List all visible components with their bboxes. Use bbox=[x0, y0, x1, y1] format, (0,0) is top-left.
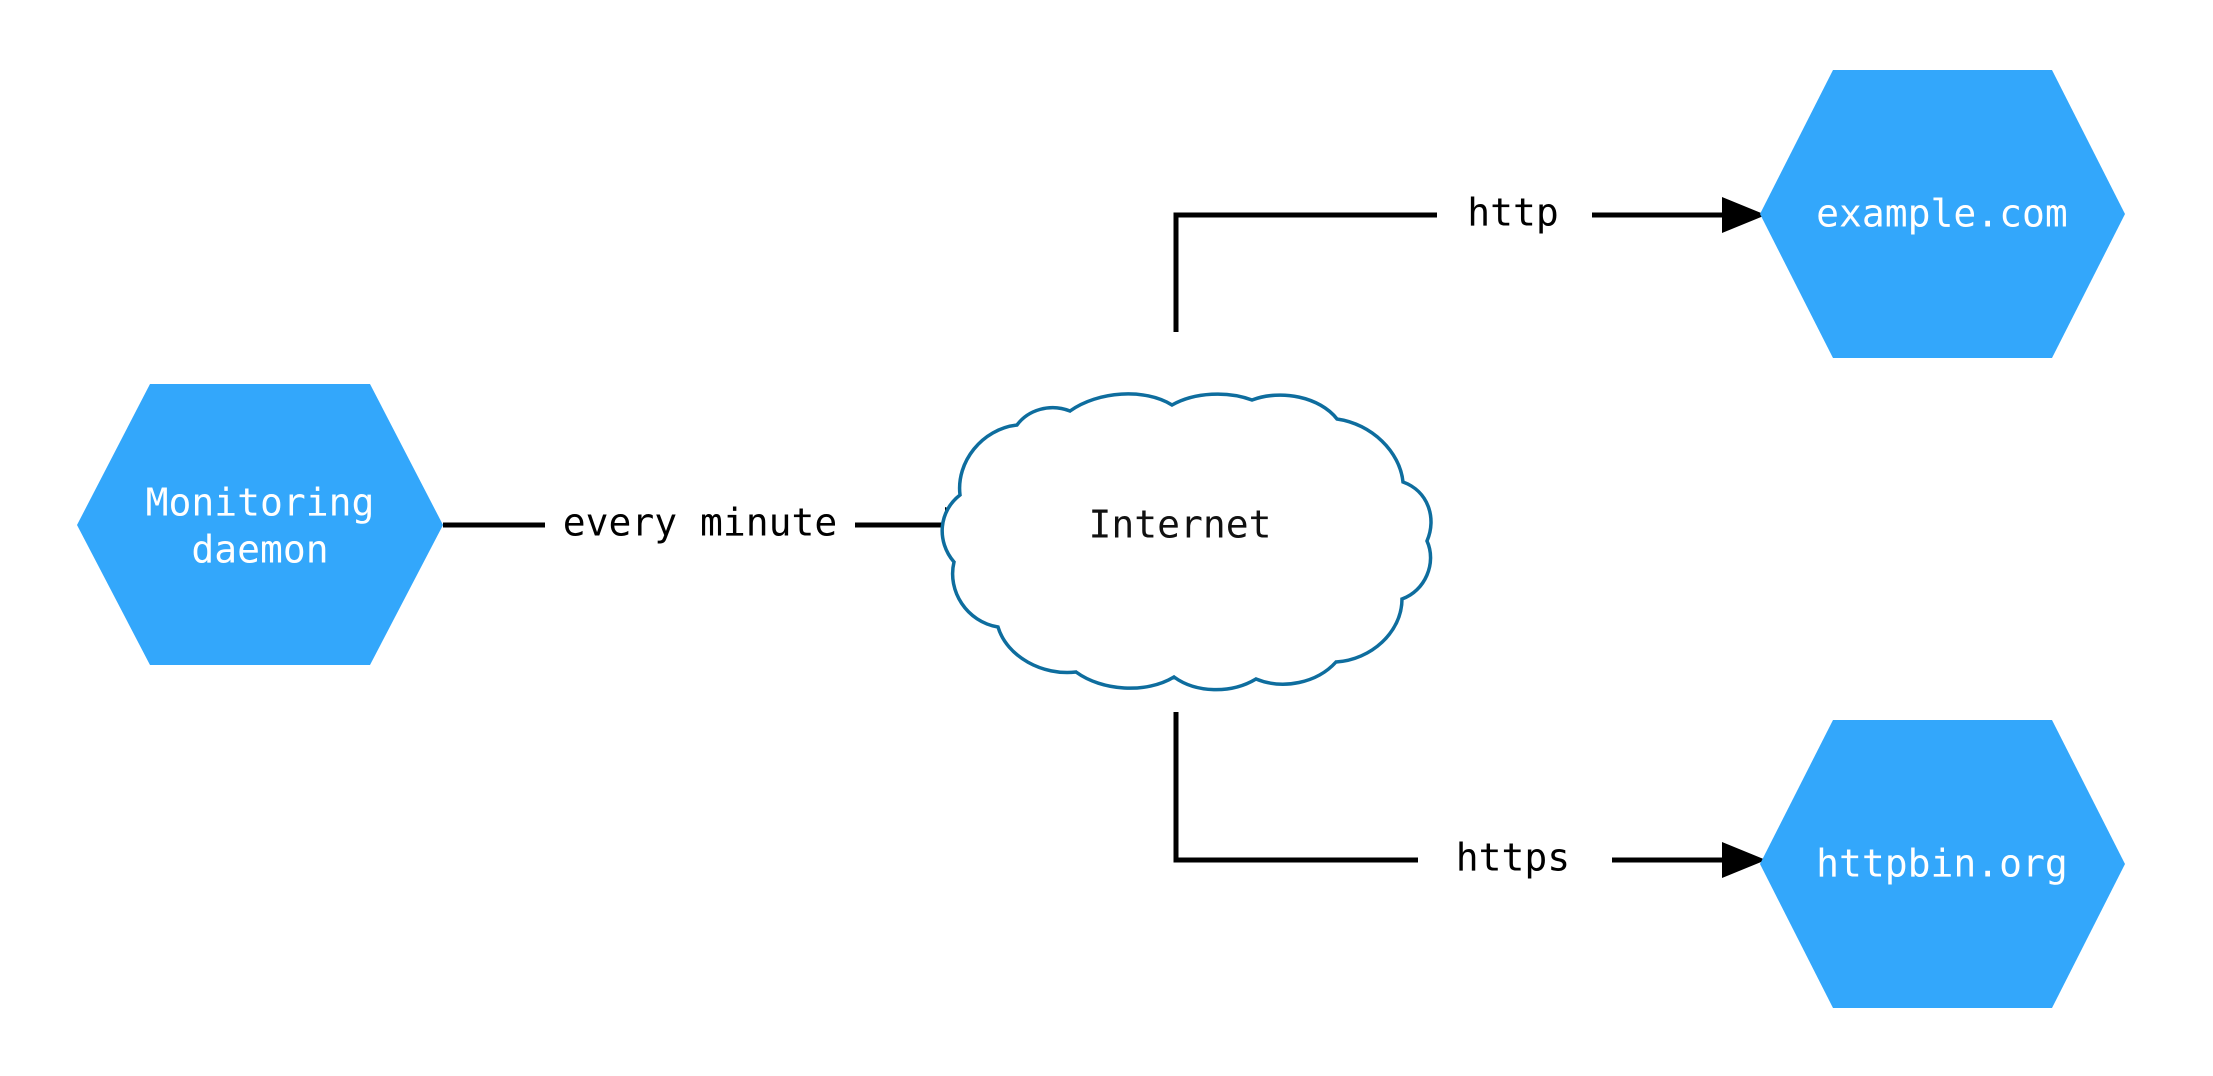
node-monitoring-daemon[interactable]: Monitoring daemon bbox=[77, 384, 443, 665]
edge-elbow-https-left bbox=[1173, 712, 1418, 863]
edge-internet-to-httpbin: https bbox=[1173, 712, 1766, 880]
node-label-httpbin-org: httpbin.org bbox=[1816, 842, 2068, 886]
arrowhead-icon bbox=[1722, 197, 1766, 233]
edge-label-http: http bbox=[1467, 191, 1559, 235]
edge-label-every-minute: every minute bbox=[563, 501, 838, 545]
node-label-internet: Internet bbox=[1088, 503, 1271, 547]
edge-elbow-http-left bbox=[1173, 212, 1437, 332]
edge-internet-to-example: http bbox=[1173, 191, 1766, 332]
node-httpbin-org[interactable]: httpbin.org bbox=[1760, 720, 2125, 1008]
hexagon-shape[interactable] bbox=[1760, 70, 2125, 358]
edge-label-https: https bbox=[1456, 836, 1570, 880]
cloud-shape[interactable] bbox=[940, 392, 1433, 692]
hexagon-shape[interactable] bbox=[77, 384, 443, 665]
node-example-com[interactable]: example.com bbox=[1760, 70, 2125, 358]
node-label-line1: Monitoring bbox=[146, 481, 375, 525]
hexagon-shape[interactable] bbox=[1760, 720, 2125, 1008]
edge-daemon-to-internet: every minute bbox=[443, 501, 992, 545]
node-internet[interactable]: Internet bbox=[940, 392, 1433, 692]
node-label-example-com: example.com bbox=[1816, 192, 2068, 236]
node-label-line2: daemon bbox=[191, 528, 328, 572]
arrowhead-icon bbox=[1722, 842, 1766, 878]
